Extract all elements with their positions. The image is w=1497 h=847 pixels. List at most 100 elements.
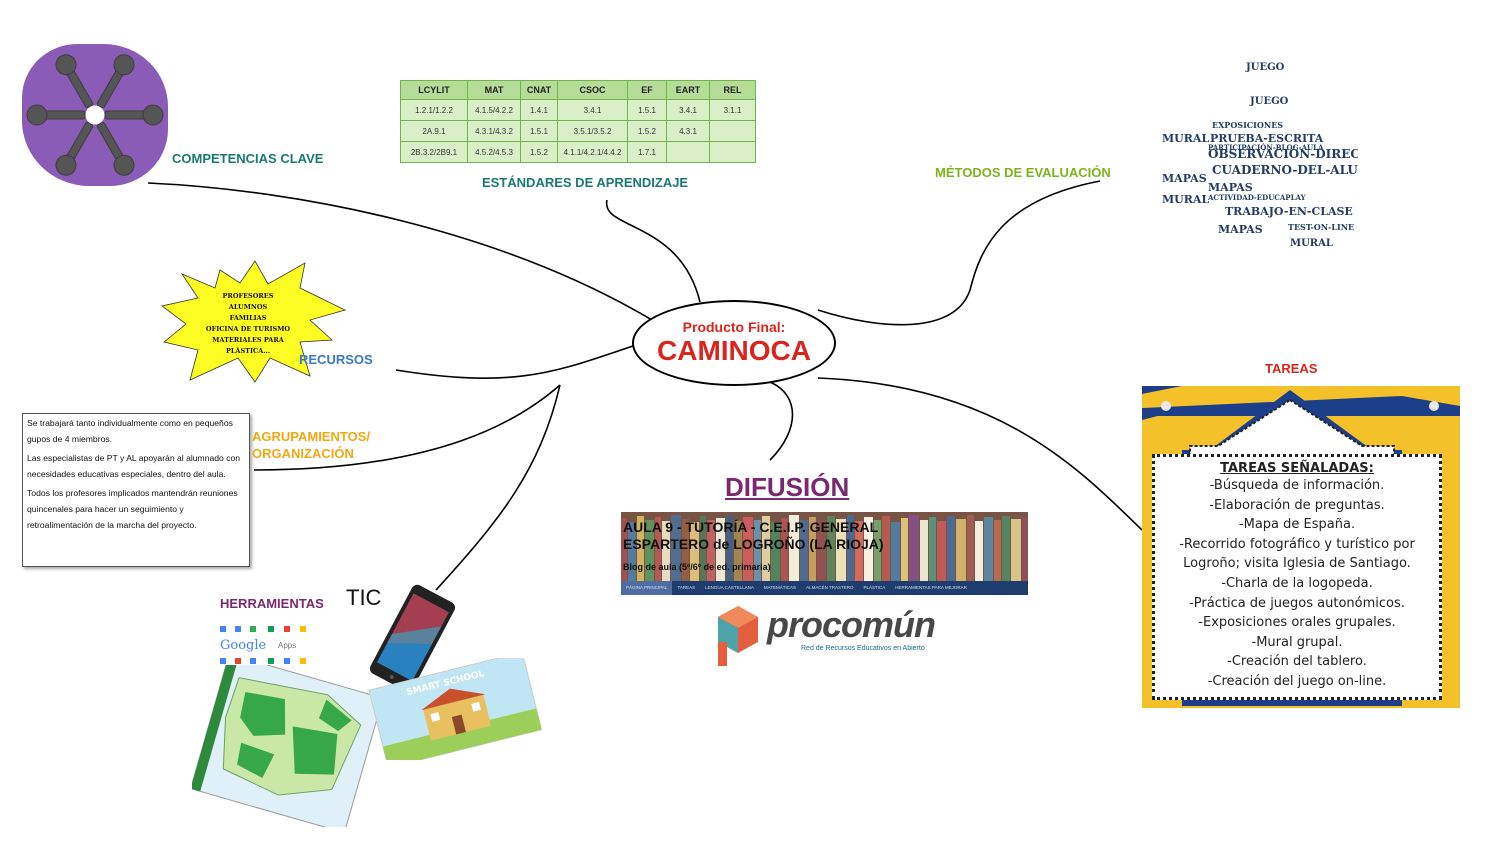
table-cell: 1.4.1 — [520, 99, 558, 121]
burst-line: MATERIALES PARA — [212, 336, 285, 344]
blog-nav-item[interactable]: LENGUA CASTELLANA — [705, 585, 754, 590]
blog-title: AULA 9 - TUTORÍA - C.E.I.P. GENERAL ESPA… — [623, 519, 884, 553]
blog-nav-item[interactable]: MATEMÁTICAS — [763, 585, 797, 590]
agrupamientos-label: AGRUPAMIENTOS/ ORGANIZACIÓN — [252, 428, 370, 462]
blog-subtitle: Blog de aula (5º/6º de ed. primaria) — [623, 562, 771, 572]
cloud-word: JUEGO — [1245, 62, 1285, 73]
table-header: EF — [627, 80, 667, 100]
table-cell: 4.3.1/4.3.2 — [467, 120, 521, 142]
starburst-shape: PROFESORES ALUMNOS FAMILIAS OFICINA DE T… — [161, 260, 347, 383]
google-apps-image: Google Apps — [218, 622, 318, 668]
burst-line: PLÁSTICA... — [226, 346, 270, 355]
metodos-label: MÉTODOS DE EVALUACIÓN — [935, 165, 1111, 180]
herramientas-label: HERRAMIENTAS — [220, 596, 324, 611]
tareas-card: TAREAS SEÑALADAS: -Búsqueda de informaci… — [1142, 386, 1460, 708]
table-row: 1.2.1/1.2.2 4.1.5/4.2.2 1.4.1 3.4.1 1.5.… — [400, 99, 756, 121]
apps-label: Apps — [278, 641, 296, 650]
tareas-item: -Mapa de España. — [1238, 517, 1356, 533]
cloud-word: MURAL — [1290, 238, 1333, 249]
cloud-word: EXPOSICIONES — [1212, 120, 1283, 130]
blog-banner[interactable]: AULA 9 - TUTORÍA - C.E.I.P. GENERAL ESPA… — [621, 512, 1028, 595]
burst-line: FAMILIAS — [230, 314, 267, 322]
tareas-item: -Creación del juego on-line. — [1207, 673, 1387, 689]
google-wordmark: Google — [220, 638, 267, 653]
spain-map-image — [189, 653, 384, 834]
note-paragraph: Las especialistas de PT y AL apoyarán al… — [27, 453, 241, 479]
procomun-wordmark: procomún — [767, 604, 936, 645]
cloud-word: PARTICIPACIÓN-BLOG-AULA — [1208, 143, 1324, 152]
keys-icon — [26, 54, 164, 176]
procomun-logo-icon — [716, 604, 760, 673]
table-row: 2A.9.1 4.3.1/4.3.2 1.5.1 3.5.1/3.5.2 1.5… — [400, 120, 756, 142]
table-header: MAT — [467, 80, 521, 100]
table-row: 2B.3.2/2B9.1 4.5.2/4.5.3 1.5.2 4.1.1/4.2… — [400, 141, 756, 163]
thumbs-up-icon: JUEGO JUEGO PRUEBA-ESCRITA MURAL OBSERVA… — [1162, 62, 1393, 249]
table-cell: 3.5.1/3.5.2 — [557, 120, 628, 142]
blog-nav-item[interactable]: TAREAS — [677, 585, 696, 590]
competencias-label: COMPETENCIAS CLAVE — [172, 151, 324, 166]
evaluation-word-cloud: JUEGO JUEGO PRUEBA-ESCRITA MURAL OBSERVA… — [1150, 50, 1393, 260]
burst-line: PROFESORES — [223, 292, 274, 300]
table-cell: 4.1.1/4.2.1/4.4.2 — [557, 141, 628, 163]
school-icon: SMART SCHOOL — [368, 651, 543, 769]
agrupamientos-label-line: ORGANIZACIÓN — [252, 446, 354, 461]
agrupamientos-note: Se trabajará tanto individualmente como … — [22, 413, 250, 567]
cloud-word: ACTIVIDAD-EDUCAPLAY — [1207, 193, 1307, 202]
table-header: REL — [709, 80, 756, 100]
table-cell: 2A.9.1 — [400, 120, 468, 142]
bookshelf-image — [621, 512, 1028, 582]
tareas-item: -Elaboración de preguntas. — [1209, 497, 1385, 513]
difusion-label[interactable]: DIFUSIÓN — [725, 472, 850, 502]
table-cell: 3.4.1 — [557, 99, 628, 121]
blog-nav: PÁGINA PRINCIPAL TAREAS LENGUA CASTELLAN… — [621, 581, 1028, 595]
tablet-image — [362, 584, 462, 694]
blog-nav-item[interactable]: HERRAMIENTAS PARA MEJORAR — [895, 585, 967, 590]
table-cell — [709, 120, 756, 142]
smart-school-image: SMART SCHOOL — [366, 651, 544, 769]
cloud-word: PRUEBA-ESCRITA — [1210, 132, 1324, 145]
tareas-item: Logroño; visita Iglesia de Santiago. — [1183, 556, 1411, 572]
table-cell: 1.5.2 — [520, 141, 558, 163]
tablet-icon — [369, 584, 456, 692]
center-title: CAMINOCA — [657, 335, 811, 366]
blog-title-line: ESPARTERO de LOGROÑO (LA RIOJA) — [623, 536, 884, 552]
table-cell — [709, 141, 756, 163]
central-product-node: Producto Final: CAMINOCA — [632, 300, 836, 386]
tareas-list-box: TAREAS SEÑALADAS: -Búsqueda de informaci… — [1152, 454, 1442, 700]
table-cell: 1.7.1 — [627, 141, 667, 163]
table-cell: 1.2.1/1.2.2 — [400, 99, 468, 121]
table-header: CSOC — [557, 80, 628, 100]
competencias-keys-image — [22, 44, 168, 186]
tic-label: TIC — [346, 585, 382, 610]
blog-nav-item[interactable]: PÁGINA PRINCIPAL — [621, 581, 673, 595]
tareas-item: -Mural grupal. — [1251, 634, 1343, 650]
table-cell: 1.5.1 — [520, 120, 558, 142]
note-paragraph: Se trabajará tanto individualmente como … — [27, 418, 233, 444]
table-header: EART — [666, 80, 710, 100]
cloud-word: TEST-ON-LINE — [1288, 222, 1354, 232]
agrupamientos-label-line: AGRUPAMIENTOS/ — [252, 429, 370, 444]
table-header: CNAT — [520, 80, 558, 100]
standards-table: LCYLIT MAT CNAT CSOC EF EART REL 1.2.1/1… — [400, 80, 756, 163]
cloud-word: MAPAS — [1162, 172, 1207, 185]
cloud-word: CUADERNO-DEL-ALUMNO — [1212, 163, 1358, 177]
procomun-cube-icon — [718, 606, 758, 666]
burst-line: ALUMNOS — [228, 303, 268, 311]
table-cell: 2B.3.2/2B9.1 — [400, 141, 468, 163]
cloud-word: MURAL — [1162, 193, 1209, 206]
tareas-item: -Charla de la logopeda. — [1221, 575, 1373, 591]
tareas-item: -Creación del tablero. — [1227, 654, 1367, 670]
recursos-starburst: PROFESORES ALUMNOS FAMILIAS OFICINA DE T… — [160, 258, 350, 384]
cloud-word: JUEGO — [1249, 96, 1289, 107]
cloud-word: MURAL — [1162, 132, 1209, 145]
table-cell: 3.4.1 — [666, 99, 710, 121]
tareas-item: -Exposiciones orales grupales. — [1198, 615, 1396, 631]
procomun-tagline: Red de Recursos Educativos en Abierto — [801, 645, 925, 652]
cloud-word: MAPAS — [1208, 181, 1253, 194]
blog-nav-item[interactable]: ALMACÉN TRASTERO — [806, 585, 854, 590]
tareas-item: -Práctica de juegos autonómicos. — [1189, 595, 1405, 611]
map-icon — [189, 653, 384, 834]
tareas-title: TAREAS SEÑALADAS: — [1220, 461, 1374, 476]
blog-nav-item[interactable]: PLÁSTICA — [863, 585, 886, 590]
